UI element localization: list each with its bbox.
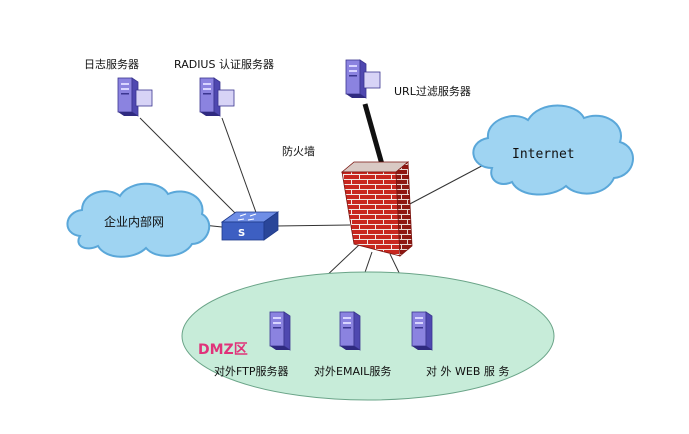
switch-icon	[220, 211, 280, 241]
cloud-icon	[472, 104, 634, 196]
dmz-label: DMZ区	[198, 342, 248, 358]
web-server: 对 外 WEB 服 务	[411, 311, 509, 378]
internet-cloud: Internet	[472, 104, 634, 196]
firewall: 防火墙	[282, 144, 413, 257]
ftp-server-label: 对外FTP服务器	[214, 364, 289, 378]
server-tower-icon	[269, 311, 291, 351]
server-tower-icon	[345, 59, 367, 99]
server-tower-icon	[199, 77, 221, 117]
email-server-label: 对外EMAIL服务	[314, 364, 391, 378]
link-radius-server-switch	[221, 117, 259, 219]
log-server-label: 日志服务器	[84, 58, 139, 71]
intranet-label: 企业内部网	[104, 214, 164, 229]
log-server: 日志服务器	[84, 58, 153, 117]
internet-label: Internet	[512, 147, 575, 162]
link-url-filter-firewall	[362, 103, 386, 169]
email-server: 对外EMAIL服务	[314, 311, 391, 378]
dmz-zone	[181, 271, 555, 401]
server-tower-icon	[339, 311, 361, 351]
firewall-label: 防火墙	[282, 144, 315, 158]
server-tower-icon	[117, 77, 139, 117]
radius-server-label: RADIUS 认证服务器	[174, 58, 274, 71]
radius-server: RADIUS 认证服务器	[174, 58, 274, 117]
url-filter-server: URL过滤服务器	[345, 59, 471, 99]
server-tower-icon	[411, 311, 433, 351]
link-log-server-switch	[139, 117, 241, 219]
switch-label: S	[238, 228, 245, 239]
intranet-cloud: 企业内部网	[66, 182, 211, 258]
web-server-label: 对 外 WEB 服 务	[426, 364, 509, 378]
url-filter-server-label: URL过滤服务器	[394, 85, 471, 98]
link-firewall-internet	[405, 159, 494, 207]
switch: S	[220, 211, 280, 241]
brick-firewall-icon	[340, 161, 413, 257]
ftp-server: 对外FTP服务器	[214, 311, 291, 378]
cloud-icon	[66, 182, 211, 258]
link-switch-firewall	[275, 224, 351, 227]
